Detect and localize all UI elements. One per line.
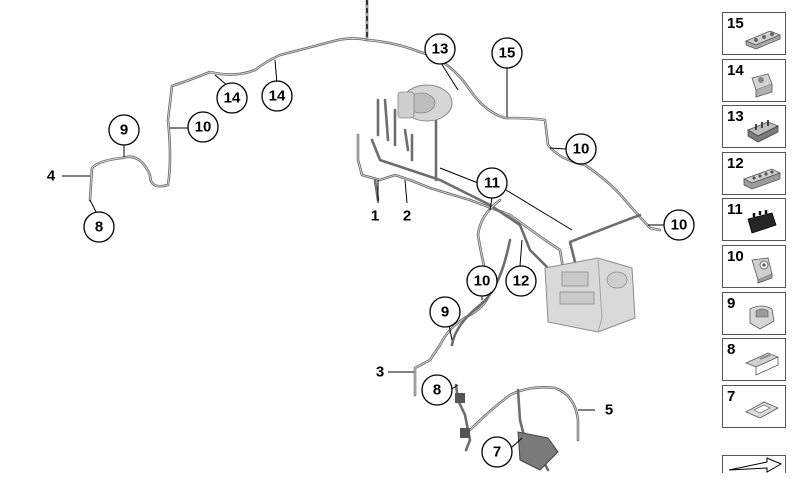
clip-7-icon <box>745 401 779 419</box>
callout-9-upper[interactable]: 9 <box>108 114 140 146</box>
svg-text:8: 8 <box>95 219 103 236</box>
clip-8-icon <box>744 352 780 376</box>
callout-11[interactable]: 11 <box>476 167 508 199</box>
legend-number: 7 <box>727 387 736 405</box>
svg-text:10: 10 <box>474 273 491 290</box>
clip-13-icon <box>747 120 779 143</box>
callout-10-right[interactable]: 10 <box>663 209 695 241</box>
svg-text:11: 11 <box>484 175 500 192</box>
svg-text:10: 10 <box>573 141 590 158</box>
svg-text:13: 13 <box>432 41 449 58</box>
callout-8-lower[interactable]: 8 <box>421 374 453 406</box>
legend-number: 10 <box>727 247 744 265</box>
legend-number: 8 <box>727 341 736 359</box>
svg-text:14: 14 <box>224 90 241 107</box>
legend-item-15[interactable]: 15 <box>722 12 786 55</box>
label-5: 5 <box>605 402 613 419</box>
pressure-pump-unit <box>397 84 453 122</box>
clip-14-icon <box>751 73 773 98</box>
svg-text:15: 15 <box>499 45 516 62</box>
legend-number: 11 <box>727 201 743 219</box>
callout-9-lower[interactable]: 9 <box>429 296 461 328</box>
legend-item-8[interactable]: 8 <box>722 338 786 382</box>
clip-12-icon <box>742 168 782 190</box>
legend-item-7[interactable]: 7 <box>722 384 786 428</box>
svg-text:12: 12 <box>513 273 530 290</box>
legend-number: 15 <box>727 15 744 32</box>
callout-10-left[interactable]: 10 <box>187 111 219 143</box>
legend-item-13[interactable]: 13 <box>722 105 786 149</box>
clip-10-icon <box>751 257 773 284</box>
clip-9-icon <box>749 305 775 330</box>
legend-number: 12 <box>727 154 744 172</box>
legend-number: 14 <box>727 61 744 79</box>
parts-legend: 15 14 13 12 11 <box>722 12 788 431</box>
label-1: 1 <box>371 208 379 225</box>
arrow-icon <box>728 457 783 473</box>
label-2: 2 <box>403 208 411 225</box>
callout-14-left[interactable]: 14 <box>216 82 248 114</box>
callout-15[interactable]: 15 <box>491 37 523 69</box>
svg-text:14: 14 <box>269 88 286 105</box>
brake-pipes <box>88 0 662 472</box>
legend-item-10[interactable]: 10 <box>722 244 786 288</box>
leader-lines <box>62 0 665 449</box>
svg-text:8: 8 <box>433 382 441 399</box>
callout-13[interactable]: 13 <box>424 33 456 65</box>
legend-item-14[interactable]: 14 <box>722 58 786 102</box>
legend-number: 13 <box>727 108 744 126</box>
clip-11-icon <box>747 210 777 234</box>
legend-number: 9 <box>727 294 736 312</box>
clip-15-icon <box>744 30 782 50</box>
abs-pressure-modulator <box>544 257 636 333</box>
callout-12[interactable]: 12 <box>505 265 537 297</box>
brake-hose-bracket <box>455 393 559 471</box>
callout-14-right[interactable]: 14 <box>261 80 293 112</box>
svg-text:10: 10 <box>671 217 688 234</box>
svg-text:9: 9 <box>441 304 449 321</box>
plain-labels: 4 1 2 3 5 <box>47 168 613 419</box>
callout-10-lower[interactable]: 10 <box>466 265 498 297</box>
legend-item-11[interactable]: 11 <box>722 198 786 242</box>
svg-text:9: 9 <box>120 122 128 139</box>
callout-10-upper-right[interactable]: 10 <box>565 133 597 165</box>
svg-text:7: 7 <box>493 444 501 461</box>
label-4: 4 <box>47 168 56 185</box>
legend-scroll-arrow-box[interactable] <box>722 455 786 473</box>
legend-item-12[interactable]: 12 <box>722 151 786 195</box>
label-3: 3 <box>376 364 384 381</box>
callout-7[interactable]: 7 <box>481 436 513 468</box>
legend-item-9[interactable]: 9 <box>722 291 786 335</box>
svg-text:10: 10 <box>195 119 212 136</box>
callout-8-left[interactable]: 8 <box>83 211 115 243</box>
